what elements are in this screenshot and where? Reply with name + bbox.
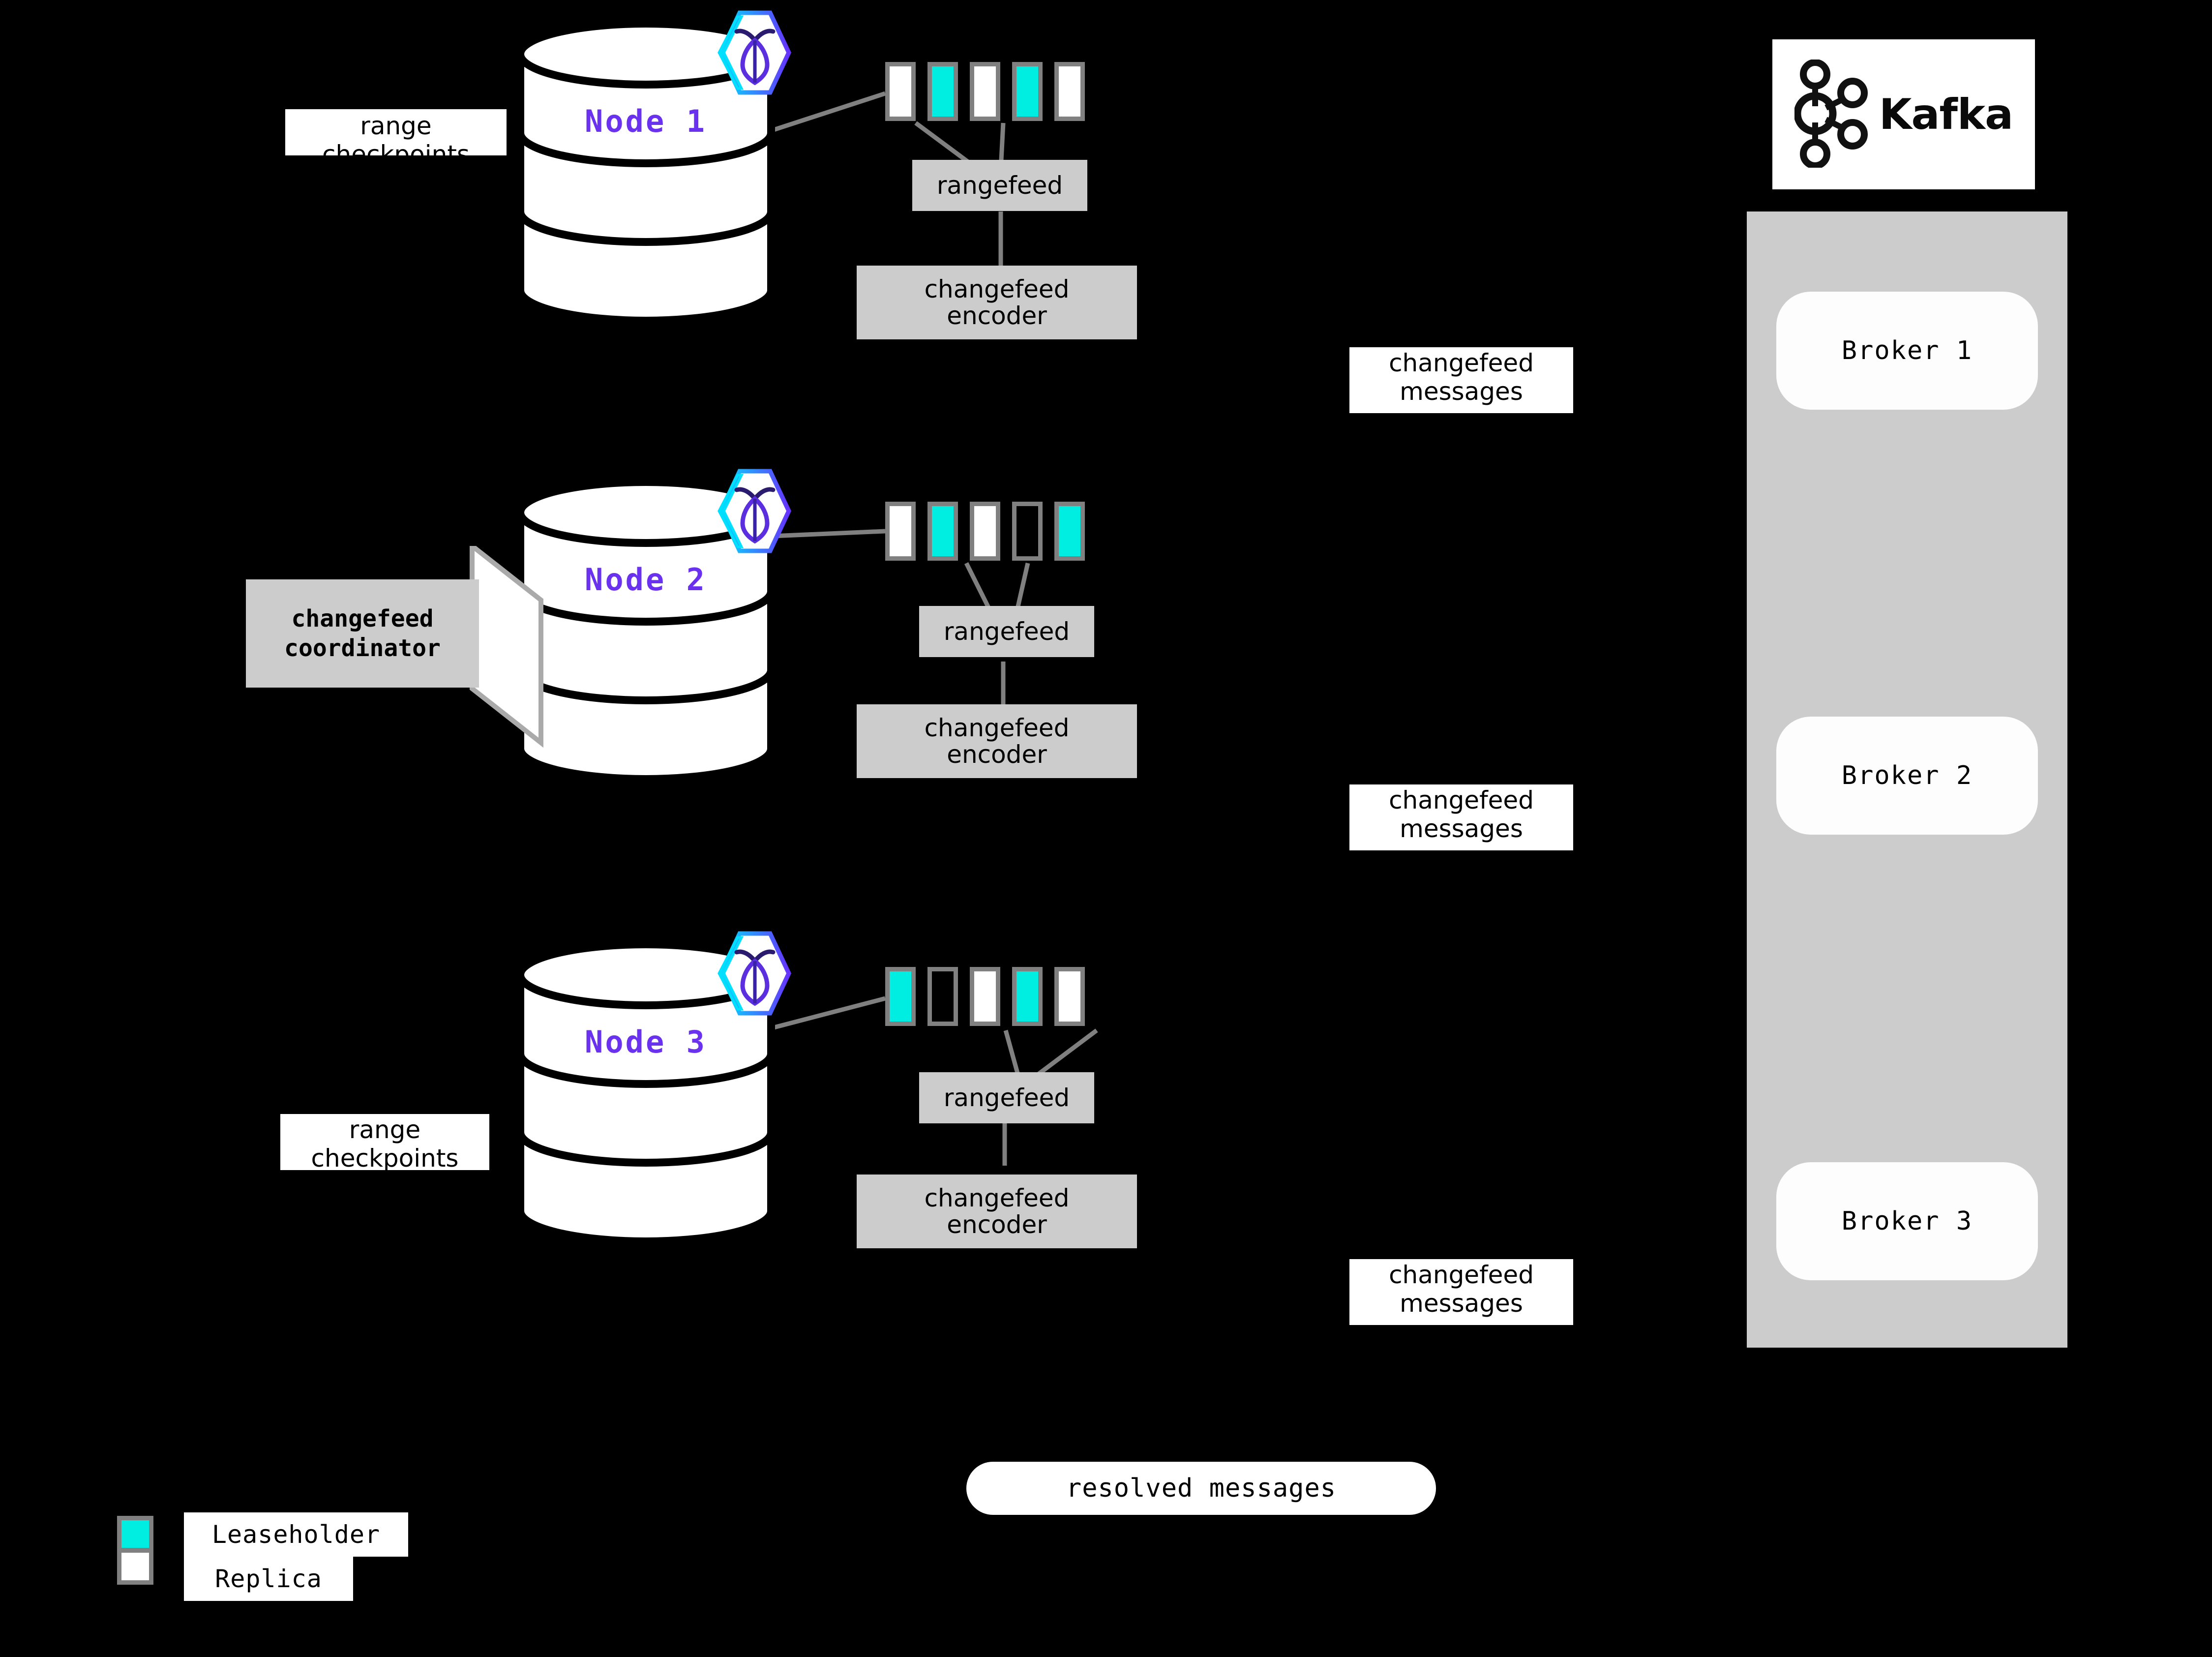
range-leaseholder (927, 502, 958, 561)
node-2-range-strip (885, 502, 1097, 561)
legend-swatch-leaseholder (117, 1516, 153, 1552)
cockroachdb-logo-icon (712, 468, 795, 554)
range-leaseholder (1012, 967, 1043, 1026)
node-1-range-strip (885, 62, 1097, 121)
range-leaseholder (1054, 502, 1085, 561)
node-1-label: Node 1 (585, 103, 707, 139)
changefeed-coordinator-box[interactable]: changefeed coordinator (246, 579, 479, 688)
legend-swatch-replica (117, 1548, 153, 1585)
range-empty (927, 967, 958, 1026)
kafka-logo-panel: Kafka (1772, 39, 2035, 189)
range-replica (970, 62, 1000, 121)
changefeed-coordinator-flag (467, 541, 546, 762)
broker-2[interactable]: Broker 2 (1776, 717, 2038, 835)
range-replica (1054, 967, 1085, 1026)
cockroachdb-logo-icon (712, 10, 795, 96)
node-2-cylinder: Node 2 (515, 478, 776, 783)
node-2-changefeed-encoder-box[interactable]: changefeed encoder (857, 704, 1137, 778)
range-replica (1054, 62, 1085, 121)
range-leaseholder (927, 62, 958, 121)
node-3-changefeed-messages-caption: changefeed messages (1349, 1259, 1573, 1325)
range-empty (1012, 502, 1043, 561)
node-3-range-strip (885, 967, 1097, 1026)
node-1-range-checkpoints-caption: range checkpoints (285, 109, 507, 155)
legend-label-replica: Replica (184, 1557, 353, 1601)
node-1-cylinder: Node 1 (515, 20, 776, 325)
broker-3[interactable]: Broker 3 (1776, 1162, 2038, 1280)
broker-1[interactable]: Broker 1 (1776, 292, 2038, 410)
range-replica (885, 502, 916, 561)
range-replica (885, 62, 916, 121)
resolved-messages-pill: resolved messages (966, 1462, 1436, 1515)
kafka-wordmark: Kafka (1879, 90, 2013, 139)
node-3-changefeed-encoder-box[interactable]: changefeed encoder (857, 1175, 1137, 1248)
kafka-node-graph-icon (1794, 59, 1868, 170)
node-3-rangefeed-box[interactable]: rangefeed (919, 1072, 1094, 1123)
node-1-changefeed-encoder-box[interactable]: changefeed encoder (857, 266, 1137, 339)
range-replica (970, 967, 1000, 1026)
legend-label-leaseholder: Leaseholder (184, 1512, 408, 1557)
node-2-changefeed-messages-caption: changefeed messages (1349, 784, 1573, 850)
range-leaseholder (885, 967, 916, 1026)
cockroachdb-logo-icon (712, 931, 795, 1017)
node-1-changefeed-messages-caption: changefeed messages (1349, 347, 1573, 413)
node-1-rangefeed-box[interactable]: rangefeed (912, 160, 1087, 211)
node-3-cylinder: Node 3 (515, 940, 776, 1245)
range-leaseholder (1012, 62, 1043, 121)
node-2-rangefeed-box[interactable]: rangefeed (919, 606, 1094, 657)
node-3-range-checkpoints-caption: range checkpoints (280, 1114, 489, 1172)
node-2-label: Node 2 (585, 562, 707, 598)
range-replica (970, 502, 1000, 561)
node-3-label: Node 3 (585, 1024, 707, 1060)
